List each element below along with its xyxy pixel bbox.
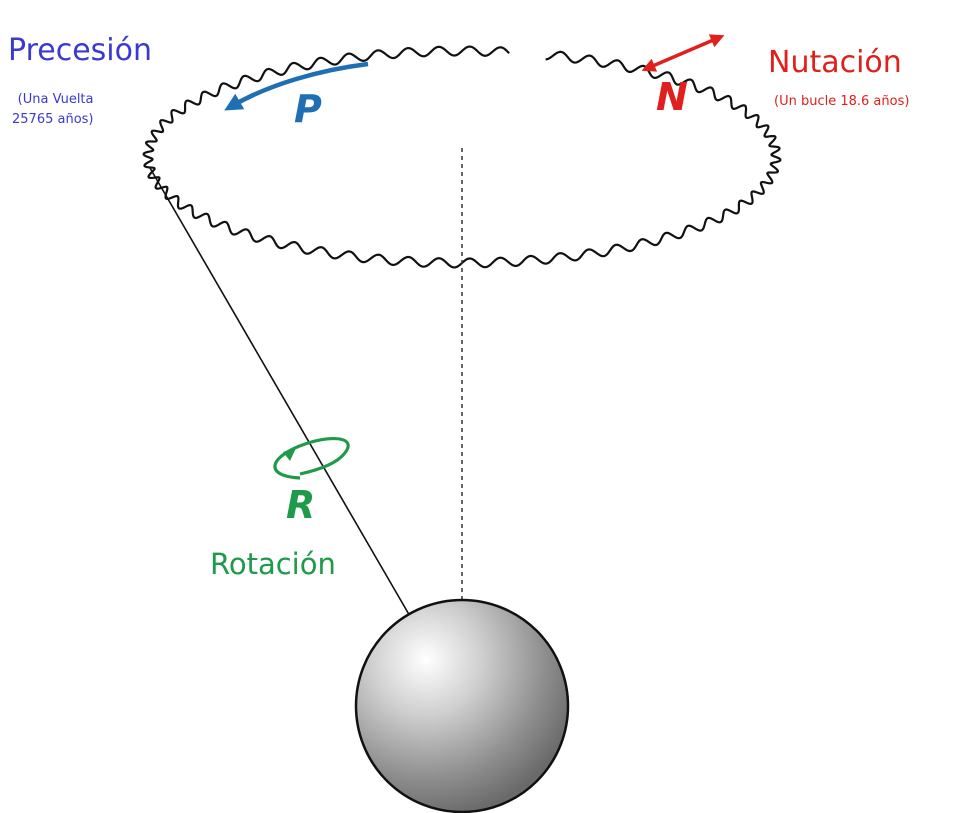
- rotation-title: Rotación: [210, 547, 336, 581]
- earth-sphere: [354, 598, 570, 813]
- precession-note-line-2: 25765 años): [12, 112, 94, 127]
- earth-rotation-axis: [149, 167, 419, 631]
- nutation-letter-n: N: [656, 75, 688, 119]
- nutation-double-arrow-icon: [641, 34, 725, 72]
- rotation-arrow-icon: [273, 436, 350, 480]
- nutation-period-note: (Un bucle 18.6 años): [774, 94, 910, 109]
- precession-title: Precesión: [8, 33, 152, 68]
- nutation-wavy-ellipse: [142, 45, 782, 269]
- precession-arrow-icon: [224, 61, 369, 111]
- rotation-letter-r: R: [286, 483, 316, 527]
- nutation-title: Nutación: [768, 45, 902, 80]
- precession-period-note: (Una Vuelta 25765 años): [12, 90, 94, 130]
- precession-note-line-1: (Una Vuelta: [17, 92, 94, 107]
- precession-letter-p: P: [294, 87, 322, 131]
